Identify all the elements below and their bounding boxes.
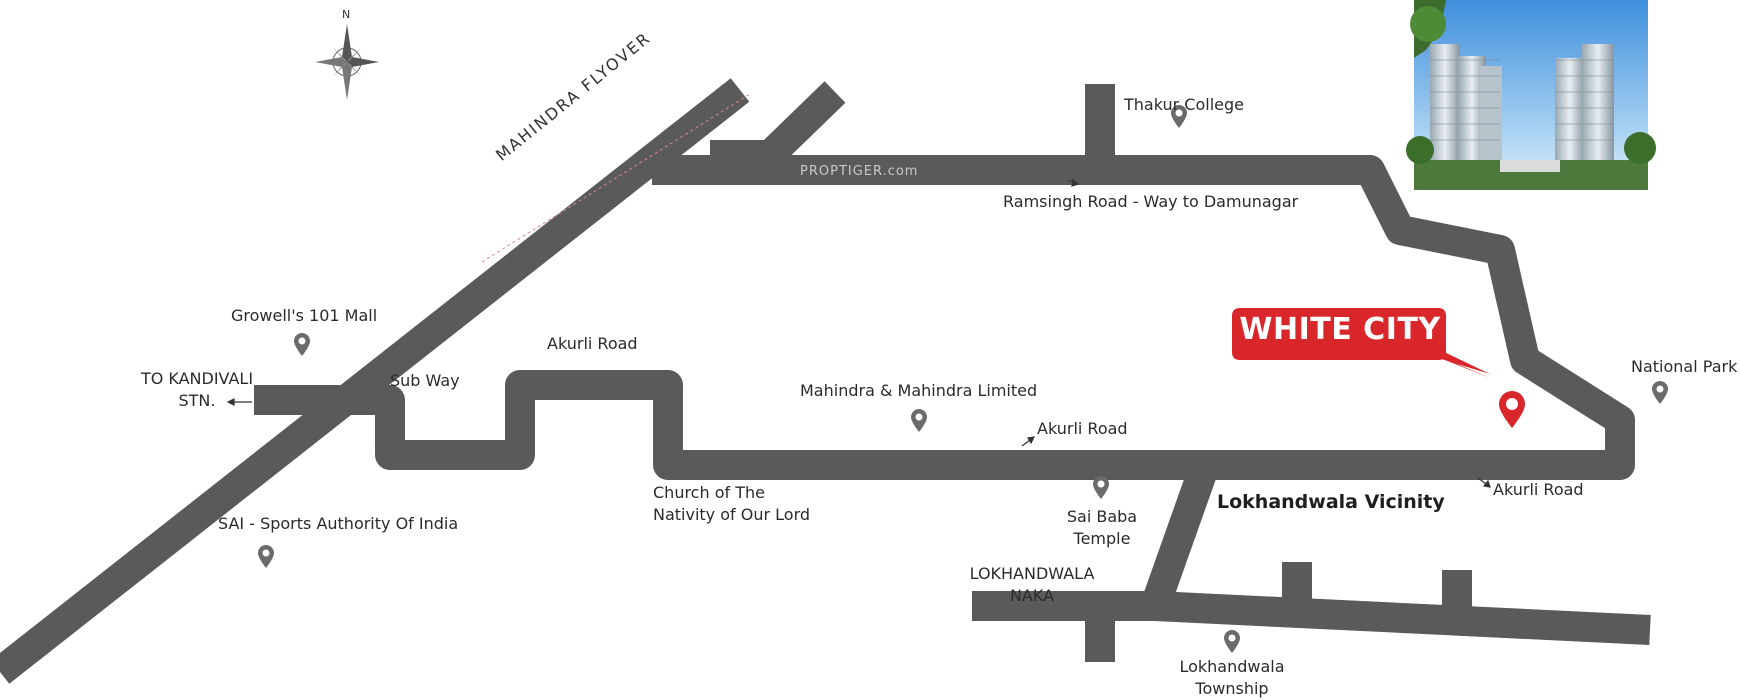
north-label: N xyxy=(342,8,351,21)
lokhandwala-naka-label: LOKHANDWALA NAKA xyxy=(967,563,1097,607)
project-image xyxy=(1406,0,1656,190)
sai-baba-line-1: Sai Baba xyxy=(1066,507,1138,526)
pin-mahindra-icon xyxy=(911,409,927,432)
sub-way-label: Sub Way xyxy=(390,371,460,390)
sai-baba-line-2: Temple xyxy=(1073,529,1131,548)
lokhandwala-vicinity-label: Lokhandwala Vicinity xyxy=(1217,491,1445,513)
mahindra-limited-label: Mahindra & Mahindra Limited xyxy=(800,381,1038,400)
compass-rose-icon xyxy=(315,24,379,100)
to-kandivali-label: TO KANDIVALI STN. xyxy=(132,368,262,412)
akurli-road-label-2: Akurli Road xyxy=(1037,419,1128,438)
lokhandwala-township-line-1: Lokhandwala xyxy=(1179,657,1285,676)
map-pins xyxy=(258,105,1668,653)
church-label: Church of The Nativity of Our Lord xyxy=(653,482,810,526)
pin-thakur-college-icon xyxy=(1171,105,1187,128)
lokhandwala-township-label: Lokhandwala Township xyxy=(1170,656,1294,700)
growells-mall-label: Growell's 101 Mall xyxy=(231,306,378,325)
lokhandwala-east-road xyxy=(1154,591,1651,645)
road-network xyxy=(0,75,1651,687)
pin-growells-mall-icon xyxy=(294,333,310,356)
pin-sai-icon xyxy=(258,545,274,568)
white-city-pin-icon xyxy=(1499,391,1525,428)
branch-road-north xyxy=(710,81,846,170)
akurli-road-loop xyxy=(254,155,1635,480)
ramsingh-road-label: Ramsingh Road - Way to Damunagar xyxy=(1003,192,1299,211)
to-kandivali-line-2: STN. xyxy=(178,391,216,410)
mahindra-flyover-road xyxy=(0,78,750,684)
direction-arrows xyxy=(226,178,1491,488)
church-line-2: Nativity of Our Lord xyxy=(653,505,811,524)
pin-national-park-icon xyxy=(1652,381,1668,404)
watermark: PROPTIGER.com xyxy=(800,164,919,179)
thakur-college-label: Thakur College xyxy=(1124,95,1244,114)
white-city-title: WHITE CITY xyxy=(1239,312,1441,347)
sai-baba-temple-label: Sai Baba Temple xyxy=(1052,506,1152,550)
pin-lokhandwala-township-icon xyxy=(1224,630,1240,653)
akurli-road-label-1: Akurli Road xyxy=(547,334,638,353)
lokhandwala-naka-line-1: LOKHANDWALA xyxy=(969,564,1095,583)
to-kandivali-line-1: TO KANDIVALI xyxy=(140,369,254,388)
white-city-callout xyxy=(1232,308,1490,378)
pin-sai-baba-icon xyxy=(1093,476,1109,499)
lokhandwala-naka-line-2: NAKA xyxy=(1009,586,1055,605)
national-park-label: National Park xyxy=(1631,357,1738,376)
sai-label: SAI - Sports Authority Of India xyxy=(218,514,459,533)
lokhandwala-township-line-2: Township xyxy=(1195,679,1269,698)
akurli-road-label-3: Akurli Road xyxy=(1493,480,1584,499)
church-line-1: Church of The xyxy=(653,483,765,502)
